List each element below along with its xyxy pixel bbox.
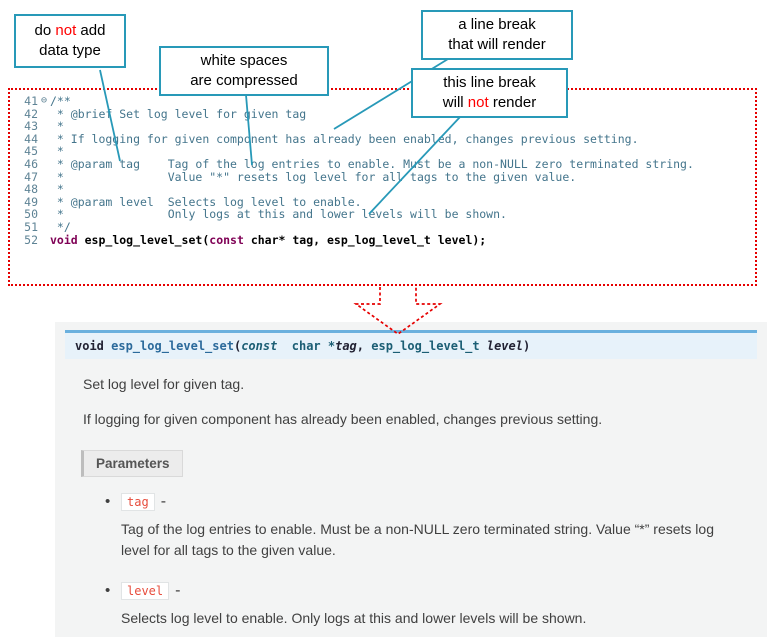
callout-no-datatype: do not add data type [14,14,126,68]
rendered-doc: void esp_log_level_set(const char *tag, … [55,322,767,637]
code-text: * @brief Set log level for given tag [50,106,307,121]
line-number: 46 [24,156,38,171]
callout-linebreak-renders: a line break that will render [421,10,573,60]
sig-arg-tag: tag [335,339,357,353]
fold-space [38,221,50,234]
callout-line: that will render [448,36,546,53]
callout-line: this line break [443,73,536,91]
param-item-tag: •tag- Tag of the log entries to enable. … [105,492,757,562]
code-line: 51 */ [12,221,753,234]
line-number: 51 [24,219,38,234]
callout-line: white spaces [200,51,288,69]
line-number: 47 [24,169,38,184]
param-item-level: •level- Selects log level to enable. Onl… [105,581,757,630]
fold-space [38,196,50,209]
code-text: * @param tag Tag of the log entries to e… [50,156,694,171]
callout-line: data type [39,42,101,59]
sig-type-loglevel: esp_log_level_t [371,339,480,353]
line-number: 41 [24,94,38,108]
bullet-icon: • [105,581,111,599]
parameter-list: •tag- Tag of the log entries to enable. … [105,492,757,630]
callout-line: do not add [34,21,106,39]
code-text: * @param level Selects log level to enab… [50,194,362,209]
line-number: 43 [24,119,38,134]
code-line: 42 * @brief Set log level for given tag [12,106,753,121]
fold-space [38,183,50,196]
code-line-declaration: 52 void esp_log_level_set(const char* tag… [12,232,753,247]
line-number: 42 [24,106,38,121]
sig-type-char: char * [277,339,336,353]
callout-linebreak-not-render: this line break will not render [411,68,568,118]
keyword-const: const [209,232,244,247]
code-text: * [50,182,64,197]
code-line: 43 * [12,120,753,133]
code-text: */ [50,219,71,234]
fold-space [38,108,50,121]
line-number: 50 [24,207,38,222]
code-line: 49 * @param level Selects log level to e… [12,196,753,209]
doc-brief: Set log level for given tag. [83,376,245,392]
code-line: 47 * Value "*" resets log level for all … [12,169,753,184]
keyword-void: void [50,232,78,247]
code-line: 46 * @param tag Tag of the log entries t… [12,158,753,171]
line-number: 45 [24,144,38,159]
callout-line: are compressed [190,72,298,89]
code-line: 44 * If logging for given component has … [12,133,753,146]
code-text: * Only logs at this and lower levels wil… [50,207,507,222]
param-desc-level: Selects log level to enable. Only logs a… [121,609,587,626]
doc-description: If logging for given component has alrea… [83,411,603,428]
code-text: * [50,144,64,159]
bullet-icon: • [105,492,111,510]
sig-return-type: void [75,339,104,353]
fold-space [38,158,50,171]
fold-space [38,145,50,158]
fold-space [38,208,50,221]
code-text: * If logging for given component has alr… [50,131,639,146]
code-line: 45 * [12,145,753,158]
line-number: 52 [24,232,38,247]
parameters-heading: Parameters [81,449,183,477]
param-name-level: level [121,581,170,600]
sig-arg-level: level [486,339,523,353]
param-desc-tag: Tag of the log entries to enable. Must b… [121,520,714,559]
code-line: 48 * [12,183,753,196]
emphasis-not: not [467,94,489,111]
emphasis-not: not [55,21,77,39]
fold-space [38,234,50,247]
callout-line: will not render [442,94,537,111]
sig-function-name: esp_log_level_set [103,339,234,353]
code-text: * [50,119,64,134]
fold-space [38,171,50,184]
fold-collapse-icon[interactable]: ⊖ [40,95,48,106]
code-line: 41⊖/** [12,95,753,108]
line-number: 48 [24,182,38,197]
code-line: 50 * Only logs at this and lower levels … [12,208,753,221]
sig-const: const [241,339,278,353]
code-text: * Value "*" resets log level for all tag… [50,169,577,184]
callout-line: a line break [458,15,536,33]
param-name-tag: tag [121,492,155,511]
line-number: 44 [24,131,38,146]
fold-space [38,120,50,133]
fold-space [38,133,50,146]
line-number: 49 [24,194,38,209]
code-editor-excerpt: 41⊖/** 42 * @brief Set log level for giv… [8,88,757,286]
code-text: void esp_log_level_set(const char* tag, … [50,232,487,247]
function-signature: void esp_log_level_set(const char *tag, … [65,330,757,359]
callout-whitespace-compressed: white spaces are compressed [159,46,329,96]
code-text: /** [50,94,71,108]
